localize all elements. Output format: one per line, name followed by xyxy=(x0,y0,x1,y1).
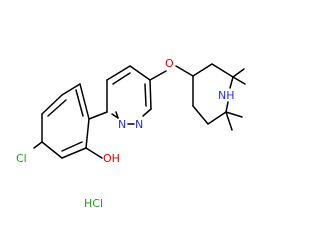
ether-oxygen-label: O xyxy=(165,57,174,70)
hcl-salt-label: HCl xyxy=(84,197,103,210)
piperidine-nh-label: NH xyxy=(218,89,235,102)
bond-pyr-2 xyxy=(106,65,131,81)
bond-pip-6 xyxy=(192,105,209,125)
bond-ring-a7-inner xyxy=(75,89,84,117)
hydroxyl-atom-label: OH xyxy=(103,152,120,165)
methyl-bond-3 xyxy=(225,111,243,118)
bond-c-oh xyxy=(85,147,103,159)
methyl-bond-4 xyxy=(225,111,233,131)
pyridazine-n2-label: N xyxy=(135,118,143,131)
bond-ring-a5-inner xyxy=(61,141,83,152)
bond-pyr-6-inner xyxy=(115,111,119,119)
bond-pip-4 xyxy=(225,101,229,113)
bond-pyr-2-inner xyxy=(112,72,131,85)
bond-pip-1 xyxy=(192,63,213,77)
bond-pip-5 xyxy=(207,111,227,125)
methyl-bond-2 xyxy=(232,76,246,85)
bond-o-ch xyxy=(175,65,194,77)
bond-ring-a6 xyxy=(85,118,90,149)
bond-ring-a4 xyxy=(41,141,63,159)
bond-pyr-4 xyxy=(149,79,152,110)
structure-diagram: Cl OH N N O NH HCl xyxy=(16,57,246,210)
bond-ring-a2-inner xyxy=(47,99,67,117)
molecule-svg: Cl OH N N O NH HCl xyxy=(16,57,246,210)
bond-pyr-5 xyxy=(142,108,152,117)
chlorophenol-ring xyxy=(41,83,90,159)
bond-c-o-ether xyxy=(149,70,167,81)
bond-pyr-3 xyxy=(129,65,151,81)
piperidine-ring xyxy=(192,63,234,125)
bond-ring-a5 xyxy=(61,147,87,159)
bond-ring-a1 xyxy=(61,83,81,96)
methyl-bond-1 xyxy=(232,68,245,78)
bond-pip-3 xyxy=(229,76,234,89)
chlorine-atom-label: Cl xyxy=(16,152,27,165)
bond-ring-a2 xyxy=(41,94,63,115)
bond-biaryl xyxy=(88,111,108,120)
bond-pyr-4-inner xyxy=(144,83,147,107)
pyridazine-ring xyxy=(106,65,152,125)
pyridazine-n1-label: N xyxy=(118,118,126,131)
bond-pip-2 xyxy=(211,63,234,78)
bond-c-cl xyxy=(33,141,43,149)
bond-ring-a7 xyxy=(79,83,90,120)
